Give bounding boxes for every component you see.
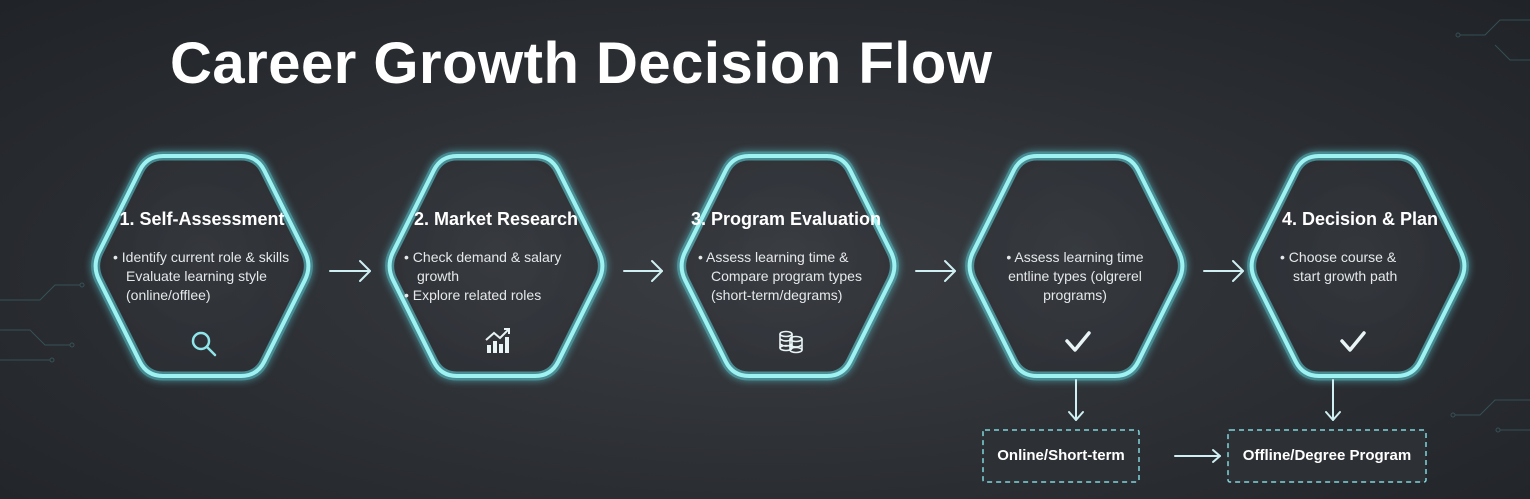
flow-arrows bbox=[329, 260, 1341, 463]
option-box-online bbox=[982, 429, 1140, 483]
node-2-line-2: growth bbox=[417, 268, 460, 284]
checkmark-icon bbox=[1065, 331, 1091, 352]
node-2-line-3: • Explore related roles bbox=[404, 287, 542, 303]
node-3-title: 3. Program Evaluation bbox=[690, 209, 882, 229]
node-5-body: • Choose course & start growth path bbox=[1280, 248, 1397, 286]
node-1-title: 1. Self-Assessment bbox=[119, 209, 285, 229]
hexagon-node-1 bbox=[93, 154, 311, 378]
arrow-4-to-5 bbox=[1203, 260, 1244, 282]
node-5-line-1: • Choose course & bbox=[1280, 249, 1397, 265]
node-3-line-1: • Assess learning time & bbox=[698, 249, 849, 265]
node-1-line-3: (online/offlee) bbox=[126, 287, 211, 303]
node-2-body: • Check demand & salary growth • Explore… bbox=[404, 248, 561, 305]
node-3-line-2: Compare program types bbox=[711, 268, 862, 284]
option-offline-label: Offline/Degree Program bbox=[1242, 447, 1412, 464]
node-5-line-2: start growth path bbox=[1293, 268, 1398, 284]
node-4-line-1: • Assess learning time bbox=[1006, 249, 1144, 265]
checkmark-icon bbox=[1340, 331, 1366, 352]
coins-icon bbox=[779, 330, 803, 354]
option-online-label: Online/Short-term bbox=[997, 447, 1125, 464]
node-2-line-1: • Check demand & salary bbox=[404, 249, 562, 265]
hexagon-node-5 bbox=[1249, 154, 1467, 378]
option-box-offline bbox=[1227, 429, 1427, 483]
node-1-line-2: Evaluate learning style bbox=[126, 268, 267, 284]
hexagon-node-2 bbox=[387, 154, 605, 378]
node-1-body: • Identify current role & skills Evaluat… bbox=[113, 248, 289, 305]
circuit-decoration-left bbox=[0, 282, 85, 363]
growth-chart-icon bbox=[485, 328, 510, 353]
arrow-1-to-2 bbox=[329, 260, 371, 282]
node-3-line-3: (short-term/degrams) bbox=[711, 287, 843, 303]
node-4-line-3: programs) bbox=[1043, 287, 1107, 303]
arrow-down-right bbox=[1325, 379, 1341, 421]
arrow-between-options bbox=[1174, 449, 1221, 463]
hexagon-node-3 bbox=[679, 154, 897, 378]
node-2-title: 2. Market Research bbox=[413, 209, 579, 229]
arrow-2-to-3 bbox=[623, 260, 663, 282]
node-3-body: • Assess learning time & Compare program… bbox=[698, 248, 862, 305]
node-4-line-2: entline types (olgrerel bbox=[1008, 268, 1142, 284]
circuit-decoration-right bbox=[1450, 19, 1530, 433]
arrow-3-to-4 bbox=[915, 260, 956, 282]
magnifier-icon bbox=[191, 331, 217, 357]
page-title: Career Growth Decision Flow bbox=[170, 31, 993, 96]
node-4-body: • Assess learning time entline types (ol… bbox=[990, 248, 1160, 305]
arrow-down-left bbox=[1068, 379, 1084, 421]
hexagon-node-4 bbox=[967, 154, 1185, 378]
node-1-line-1: • Identify current role & skills bbox=[113, 249, 290, 265]
node-5-title: 4. Decision & Plan bbox=[1281, 209, 1439, 229]
